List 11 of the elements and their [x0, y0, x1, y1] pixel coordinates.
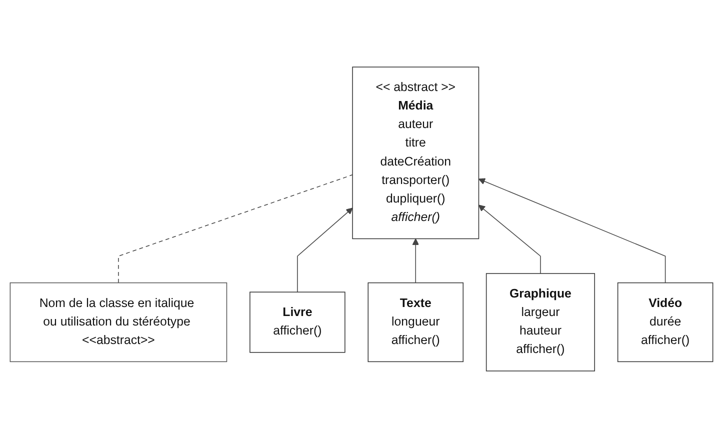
arrow	[297, 208, 353, 292]
arrow	[478, 178, 666, 284]
node-box: Graphique largeur hauteur afficher()	[486, 273, 595, 372]
node-box: << abstract >> Média auteur titre dateCréation transporter() dupliquer() afficher()	[352, 66, 480, 240]
node-box: Vidéo durée afficher()	[617, 282, 714, 362]
node-box: Texte longueur afficher()	[368, 282, 464, 362]
node-box: Livre afficher()	[250, 292, 346, 353]
arrow	[478, 204, 541, 274]
connector	[118, 174, 353, 284]
node-box: Nom de la classe en italique ou utilisation du stéréotype <<abstract>>	[10, 282, 228, 362]
arrow	[412, 238, 420, 284]
